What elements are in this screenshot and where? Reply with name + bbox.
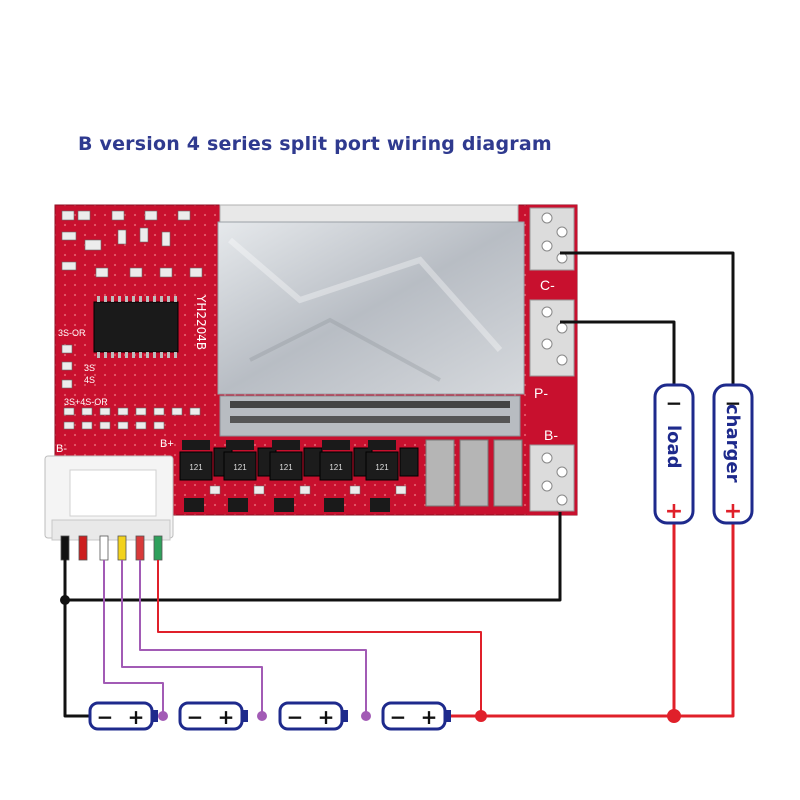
smd-components [61, 210, 203, 430]
charger-minus-sign: − [725, 391, 742, 415]
load-label: load [663, 425, 684, 469]
terminal-p-minus [529, 299, 575, 377]
silk-model: YH2204B [194, 294, 208, 350]
connector-wire [135, 535, 145, 561]
heatsink-plate [217, 221, 525, 395]
connector-wire [99, 535, 109, 561]
mosfet-code: 121 [375, 463, 389, 472]
load-minus-sign: − [666, 391, 683, 415]
cell-plus-sign: + [318, 705, 335, 729]
battery-cell: −+ [88, 701, 158, 731]
shunt-resistors [425, 439, 523, 507]
battery-cells: −+−+−+−+ [88, 701, 451, 731]
wire-balance-3 [139, 560, 367, 716]
cell-plus-sign: + [218, 705, 235, 729]
mosfet: 121 [365, 440, 419, 512]
silk-b-minus-right: B- [544, 427, 558, 443]
silk-3s: 3S [84, 363, 95, 373]
battery-cell: −+ [178, 701, 248, 731]
load-terminal: − load + [653, 383, 695, 525]
diagram-title: B version 4 series split port wiring dia… [78, 133, 552, 155]
battery-cell: −+ [381, 701, 451, 731]
cell-minus-sign: − [97, 705, 114, 729]
mosfet-code: 121 [279, 463, 293, 472]
terminal-b-minus [529, 444, 575, 512]
cell-minus-sign: − [390, 705, 407, 729]
wire-c-minus-to-charger [560, 251, 735, 390]
silk-c-minus: C- [540, 277, 555, 293]
battery-cell: −+ [278, 701, 348, 731]
wire-main-positive [445, 522, 735, 718]
silk-4s: 4S [84, 375, 95, 385]
wire-balance-b-plus [157, 560, 482, 716]
connector-wire [78, 535, 88, 561]
silk-3s-or: 3S-OR [58, 328, 86, 338]
connector-wire [117, 535, 127, 561]
connector-wire [153, 535, 163, 561]
mosfet-code: 121 [189, 463, 203, 472]
cell-minus-sign: − [287, 705, 304, 729]
ic-chip [93, 296, 179, 358]
mosfet-row: 121 121 121 121 121 [179, 440, 419, 512]
balance-connector [44, 455, 174, 541]
silk-b-plus: B+ [160, 438, 174, 450]
junction-dots [60, 595, 681, 723]
wire-connector-black [63, 540, 90, 718]
charger-label: charger [722, 404, 743, 483]
wire-b-minus-to-cell1 [65, 512, 562, 602]
charger-plus-sign: + [724, 499, 742, 524]
silk-3s4s-or: 3S+4S-OR [64, 397, 108, 407]
mosfet-code: 121 [233, 463, 247, 472]
silk-p-minus: P- [534, 385, 548, 401]
load-plus-sign: + [665, 499, 683, 524]
pcb-board: YH2204B 3S-OR 3S 4S 3S+4S-OR B- B+ C- P-… [54, 204, 578, 516]
wire-p-minus-to-load [560, 320, 676, 390]
cell-plus-sign: + [128, 705, 145, 729]
charger-terminal: − charger + [712, 383, 754, 525]
wiring [63, 251, 735, 718]
wire-balance-1 [103, 560, 164, 716]
terminal-c-minus [529, 207, 575, 271]
mosfet-code: 121 [329, 463, 343, 472]
silk-b-minus-left: B- [56, 443, 67, 455]
mosfet: 121 [319, 440, 373, 512]
cell-minus-sign: − [187, 705, 204, 729]
wire-balance-2 [121, 560, 263, 716]
cell-plus-sign: + [421, 705, 438, 729]
